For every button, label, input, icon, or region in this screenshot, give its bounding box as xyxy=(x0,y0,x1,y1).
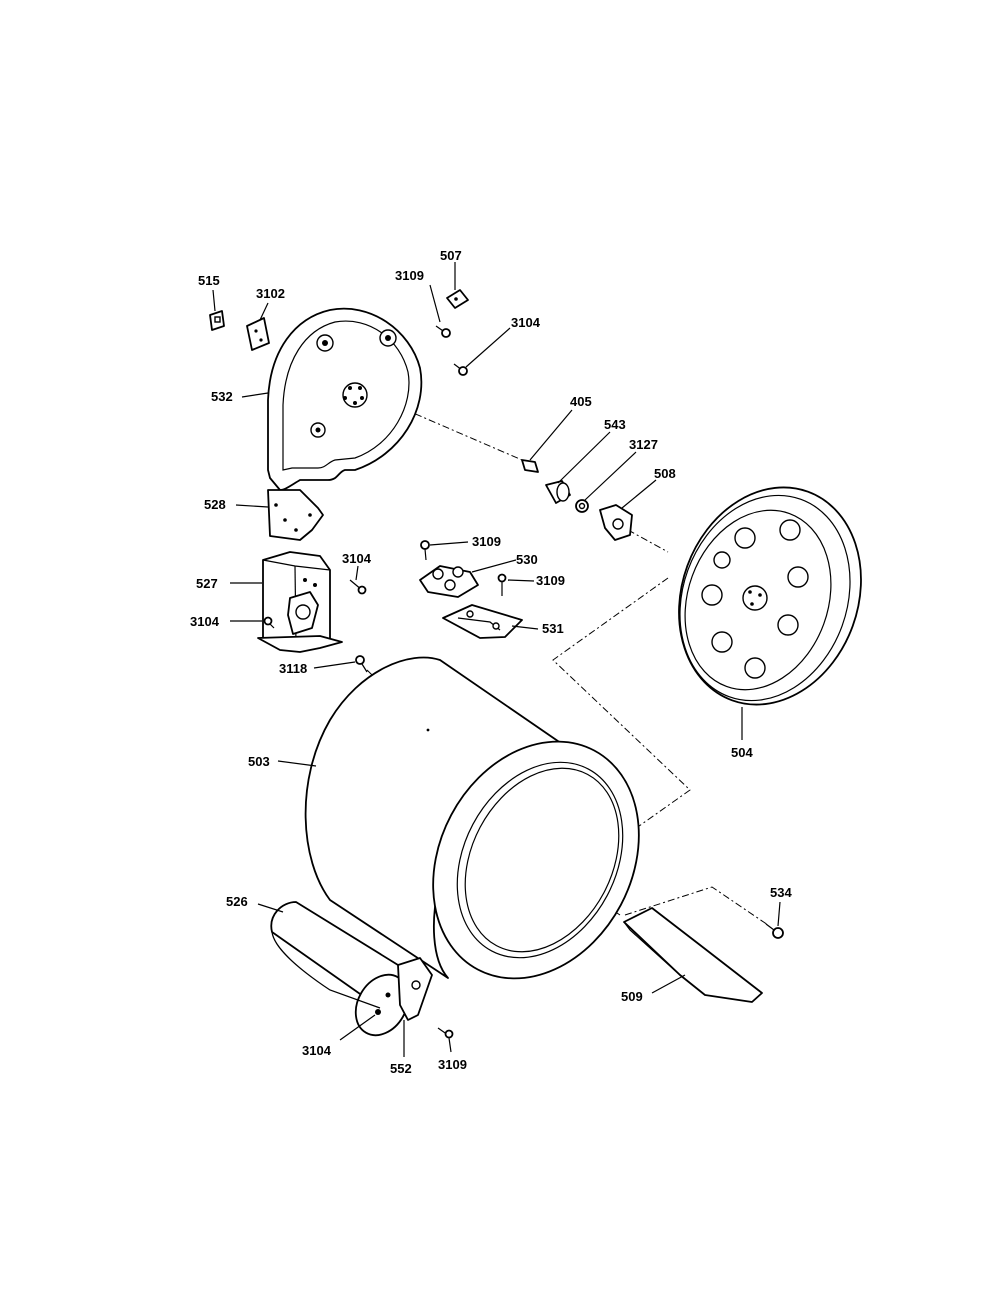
leader-532 xyxy=(241,392,269,398)
label-526: 526 xyxy=(226,894,248,909)
leader-3104-bracket xyxy=(355,565,359,581)
label-507: 507 xyxy=(440,248,462,263)
label-3109-right: 3109 xyxy=(536,573,565,588)
label-405: 405 xyxy=(570,394,592,409)
leader-3109-mid xyxy=(429,541,469,546)
part-405-shaft xyxy=(521,459,539,473)
leader-503 xyxy=(277,760,317,767)
part-508-hub xyxy=(599,504,633,541)
label-3109-top: 3109 xyxy=(395,268,424,283)
leader-3109-right xyxy=(507,579,535,582)
part-504-drum-front xyxy=(678,486,862,706)
part-3127-washer xyxy=(575,499,589,513)
part-527-motor-bracket xyxy=(257,551,343,653)
leader-526 xyxy=(257,903,284,913)
label-3109-mid: 3109 xyxy=(472,534,501,549)
part-532-rear-bulkhead xyxy=(267,307,423,491)
label-515: 515 xyxy=(198,273,220,288)
label-3118: 3118 xyxy=(279,661,307,676)
label-3104-bottom: 3104 xyxy=(302,1043,332,1058)
part-534-screw xyxy=(765,923,784,939)
leader-534 xyxy=(777,901,781,927)
baffle-to-screw-line xyxy=(624,886,769,926)
leader-3104-bottom xyxy=(339,1014,376,1041)
label-508: 508 xyxy=(654,466,676,481)
leader-3118 xyxy=(313,661,356,669)
leader-543 xyxy=(557,431,611,484)
part-530-idler-bracket xyxy=(419,565,479,598)
label-3104-top: 3104 xyxy=(511,315,541,330)
part-552-motor-bracket xyxy=(397,957,433,1021)
part-3102-plate xyxy=(246,317,270,351)
label-3127: 3127 xyxy=(629,437,658,452)
label-528: 528 xyxy=(204,497,226,512)
leader-3109-top xyxy=(429,284,441,323)
part-543-bearing xyxy=(545,480,571,504)
part-531-base-plate xyxy=(442,604,523,639)
leader-3109-bottom xyxy=(448,1037,452,1053)
leader-3127 xyxy=(584,451,637,501)
part-509-baffle xyxy=(623,907,763,1003)
leader-lines xyxy=(212,262,781,1057)
part-3104-screw-bottom xyxy=(375,1009,381,1015)
hub-to-wheel-line xyxy=(627,529,669,553)
leader-528 xyxy=(235,504,269,508)
part-3104-screw-bracket xyxy=(349,579,367,595)
part-3104-screw-top xyxy=(453,363,468,376)
label-509: 509 xyxy=(621,989,643,1004)
leader-3104-top xyxy=(465,327,511,368)
part-3109-screw-bottom xyxy=(437,1027,454,1039)
label-504: 504 xyxy=(731,745,753,760)
label-534: 534 xyxy=(770,885,792,900)
leader-3102 xyxy=(259,302,269,321)
part-3104-screw-left xyxy=(263,616,275,629)
label-527: 527 xyxy=(196,576,218,591)
part-3109-screw-mid xyxy=(420,540,430,561)
label-3104-left: 3104 xyxy=(190,614,220,629)
part-528-lower-plate xyxy=(267,489,324,541)
part-515-clip xyxy=(209,310,225,331)
part-3109-screw-top xyxy=(435,325,451,338)
leader-508 xyxy=(621,479,657,509)
label-3109-bottom: 3109 xyxy=(438,1057,467,1072)
label-530: 530 xyxy=(516,552,538,567)
leader-515 xyxy=(212,289,216,312)
leader-530 xyxy=(471,559,517,573)
part-3118-screw xyxy=(355,655,368,673)
part-507-tab xyxy=(446,289,469,309)
part-503-drum xyxy=(304,656,640,980)
label-503: 503 xyxy=(248,754,270,769)
label-3102: 3102 xyxy=(256,286,285,301)
callout-labels: 515 3102 3109 507 3104 532 405 543 3127 … xyxy=(190,248,792,1076)
leader-531 xyxy=(511,625,539,630)
leader-405 xyxy=(529,409,573,461)
part-3109-screw-right xyxy=(497,573,507,596)
label-543: 543 xyxy=(604,417,626,432)
leader-509 xyxy=(651,974,686,994)
label-532: 532 xyxy=(211,389,233,404)
label-552: 552 xyxy=(390,1061,412,1076)
label-531: 531 xyxy=(542,621,564,636)
label-3104-bracket: 3104 xyxy=(342,551,372,566)
